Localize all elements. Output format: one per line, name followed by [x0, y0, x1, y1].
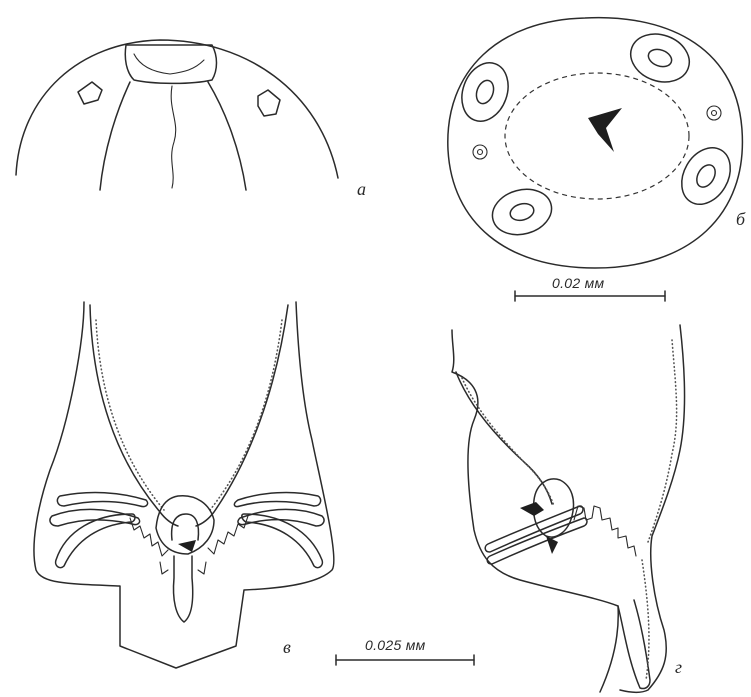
panel-b-amphid-right-outer [707, 106, 721, 120]
panel-a-outline [16, 40, 338, 178]
panel-a-inner-left-line [100, 82, 130, 190]
panel-b-amphid-right-inner [712, 111, 717, 116]
panel-b-dashed-oral-field [505, 73, 689, 199]
panel-a-right-papilla [258, 90, 280, 116]
panel-a-label: а [357, 180, 366, 198]
panel-g-inner-cuticle [456, 372, 552, 504]
panel-v-papillae-lower-left [160, 562, 168, 574]
panel-a-median-line [171, 86, 176, 188]
panel-a-drawing [16, 40, 338, 190]
panel-b-outline [448, 18, 743, 268]
panel-v-label: в [283, 638, 291, 656]
scale-bar-lower-label: 0.025 мм [365, 638, 426, 652]
panel-b-drawing [448, 18, 743, 268]
panel-v-stipple-left [96, 320, 164, 510]
panel-g-dorsal-stipple [648, 340, 677, 542]
panel-v-left-ray-2 [50, 509, 140, 526]
panel-v-stipple-right [210, 320, 282, 510]
scale-bar-upper-line [515, 291, 665, 301]
panel-g-label: г [675, 658, 682, 676]
panel-b-papilla-left-inner [473, 78, 496, 106]
panel-v-cloaca-arch [172, 514, 199, 540]
panel-v-left-ray-1 [57, 493, 147, 507]
panel-b-papilla-bottom-left-inner [508, 201, 535, 223]
panel-v-gubernaculum-tail [173, 556, 192, 622]
panel-b-label: б [736, 210, 745, 228]
panel-v-cloaca-dark-spot [178, 540, 196, 552]
panel-v-papillae-lower-right [198, 562, 206, 574]
scale-bar-lower-line [336, 655, 474, 665]
panel-b-amphid-left-outer [473, 145, 487, 159]
panel-b-papilla-top-right-outer [624, 26, 696, 90]
panel-g-dorsal-outline [620, 325, 685, 692]
panel-b-papilla-right-outer [672, 139, 740, 213]
panel-b-amphid-left-inner [478, 150, 483, 155]
panel-g-drawing [452, 325, 685, 692]
panel-g-dark-spicule-tip [520, 502, 544, 516]
panel-b-papilla-left-outer [454, 56, 516, 127]
panel-v-right-ray-3 [242, 514, 323, 568]
panel-g-papillae-row [574, 506, 636, 556]
panel-v-right-ray-2 [238, 509, 324, 526]
panel-v-body-outline [34, 302, 334, 668]
panel-b-papilla-bottom-left-outer [487, 183, 556, 241]
panel-b-papilla-top-right-inner [646, 46, 674, 69]
panel-v-papillae-left [130, 518, 168, 556]
panel-a-inner-right-line [208, 82, 246, 190]
panel-b-stoma-tooth [588, 108, 622, 152]
panel-g-tail-stipple [642, 560, 649, 680]
panel-g-inner-stipple [462, 378, 554, 506]
scale-bar-upper-label: 0.02 мм [552, 276, 604, 290]
panel-a-apical-inner [134, 54, 204, 74]
panel-g-tail-spike [618, 600, 650, 689]
panel-a-apical-cap [125, 45, 216, 83]
panel-b-papilla-right-inner [693, 162, 719, 191]
panel-a-left-papilla [78, 82, 102, 104]
panel-v-right-ray-1 [234, 493, 320, 507]
panel-v-drawing [34, 302, 334, 668]
